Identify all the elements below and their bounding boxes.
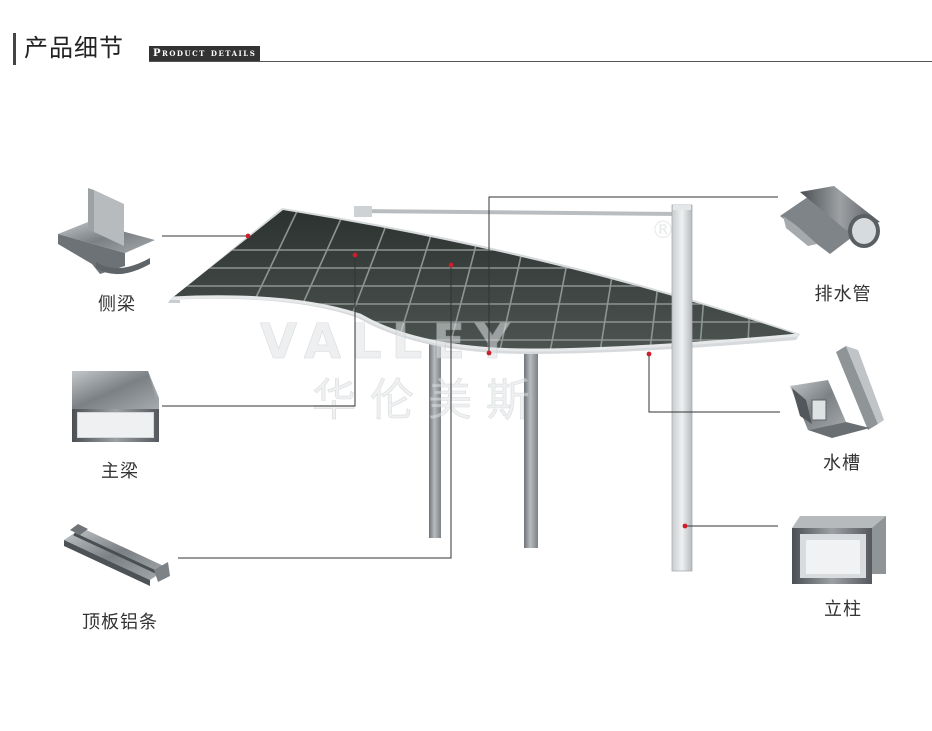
section-subtitle: Product details xyxy=(149,46,261,61)
roof-strip-thumbnail xyxy=(64,524,170,586)
marker-dots xyxy=(245,233,688,529)
part-label-main-beam: 主梁 xyxy=(101,461,139,482)
part-label-side-beam: 侧梁 xyxy=(98,294,136,315)
tie-rod xyxy=(354,206,681,217)
part-label-drain-pipe: 排水管 xyxy=(814,284,872,305)
section-title: 产品细节 xyxy=(24,34,124,62)
side-beam-thumbnail xyxy=(58,188,155,275)
column-thumbnail xyxy=(792,516,886,584)
drain-pipe-thumbnail xyxy=(780,186,880,254)
section-header: 产品细节 Product details xyxy=(0,0,932,70)
support-posts xyxy=(429,333,538,548)
gutter-thumbnail xyxy=(790,346,884,438)
leader-lines xyxy=(162,196,780,559)
part-label-column: 立柱 xyxy=(824,599,862,620)
main-beam-thumbnail xyxy=(72,371,159,442)
svg-text:®: ® xyxy=(651,216,675,244)
watermark: VALLEY 华 伦 美 斯 ® xyxy=(260,216,675,426)
header-accent-bar xyxy=(13,33,16,65)
main-column xyxy=(671,204,693,572)
part-label-roof-strip: 顶板铝条 xyxy=(82,612,158,633)
svg-text:VALLEY: VALLEY xyxy=(260,314,520,370)
header-divider xyxy=(149,61,932,62)
part-label-gutter: 水槽 xyxy=(823,453,861,474)
svg-text:华 伦 美 斯: 华 伦 美 斯 xyxy=(312,375,530,426)
